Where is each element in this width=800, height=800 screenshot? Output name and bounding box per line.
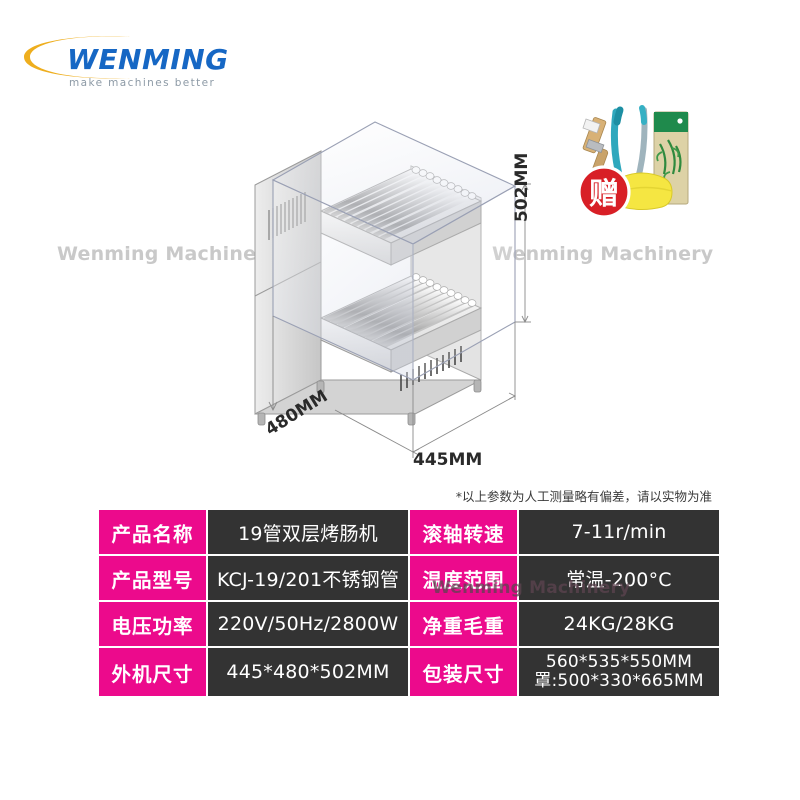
spec-label-machine-size: 外机尺寸 <box>99 648 206 696</box>
spec-label-temp-range: 温度范围 <box>410 556 517 600</box>
spec-value-product-name: 19管双层烤肠机 <box>208 510 408 554</box>
free-gift-bundle: 赠 <box>572 92 712 222</box>
spec-value-temp-range: 常温-200°C <box>519 556 719 600</box>
spec-label-roller-speed: 滚轴转速 <box>410 510 517 554</box>
logo-brand-text: WENMING <box>67 43 229 76</box>
spec-label-package-size: 包装尺寸 <box>410 648 517 696</box>
package-size-line-1: 560*535*550MM <box>545 651 693 672</box>
glass-cover <box>271 121 517 381</box>
spec-value-model: KCJ-19/201不锈钢管 <box>208 556 408 600</box>
spec-value-voltage-power: 220V/50Hz/2800W <box>208 602 408 646</box>
spec-value-package-size: 560*535*550MM 罩:500*330*665MM <box>519 648 719 696</box>
gift-badge-text: 赠 <box>589 177 619 212</box>
spec-label-model: 产品型号 <box>99 556 206 600</box>
spec-label-net-gross-weight: 净重毛重 <box>410 602 517 646</box>
logo-tagline: make machines better <box>69 77 216 89</box>
table-row: 电压功率 220V/50Hz/2800W 净重毛重 24KG/28KG <box>99 602 719 646</box>
dimension-guides <box>268 182 531 458</box>
specification-table: 产品名称 19管双层烤肠机 滚轴转速 7-11r/min 产品型号 KCJ-19… <box>97 508 721 698</box>
grill-lower-tier <box>254 255 483 415</box>
spec-label-product-name: 产品名称 <box>99 510 206 554</box>
table-row: 产品型号 KCJ-19/201不锈钢管 温度范围 常温-200°C <box>99 556 719 600</box>
spec-label-voltage-power: 电压功率 <box>99 602 206 646</box>
table-row: 产品名称 19管双层烤肠机 滚轴转速 7-11r/min <box>99 510 719 554</box>
package-size-line-2: 罩:500*330*665MM <box>534 671 704 691</box>
dimension-label-width: 445MM <box>413 450 483 470</box>
measurement-disclaimer: *以上参数为人工测量略有偏差，请以实物为准 <box>455 489 712 504</box>
company-logo: WENMING make machines better <box>22 33 228 95</box>
sausage-grill-drawing <box>254 121 531 458</box>
gift-badge: 赠 <box>577 165 631 219</box>
spec-value-net-gross-weight: 24KG/28KG <box>519 602 719 646</box>
table-row: 外机尺寸 445*480*502MM 包装尺寸 560*535*550MM 罩:… <box>99 648 719 696</box>
spec-value-machine-size: 445*480*502MM <box>208 648 408 696</box>
product-illustration <box>225 80 555 480</box>
dimension-label-height: 502MM <box>512 152 532 222</box>
spec-value-roller-speed: 7-11r/min <box>519 510 719 554</box>
